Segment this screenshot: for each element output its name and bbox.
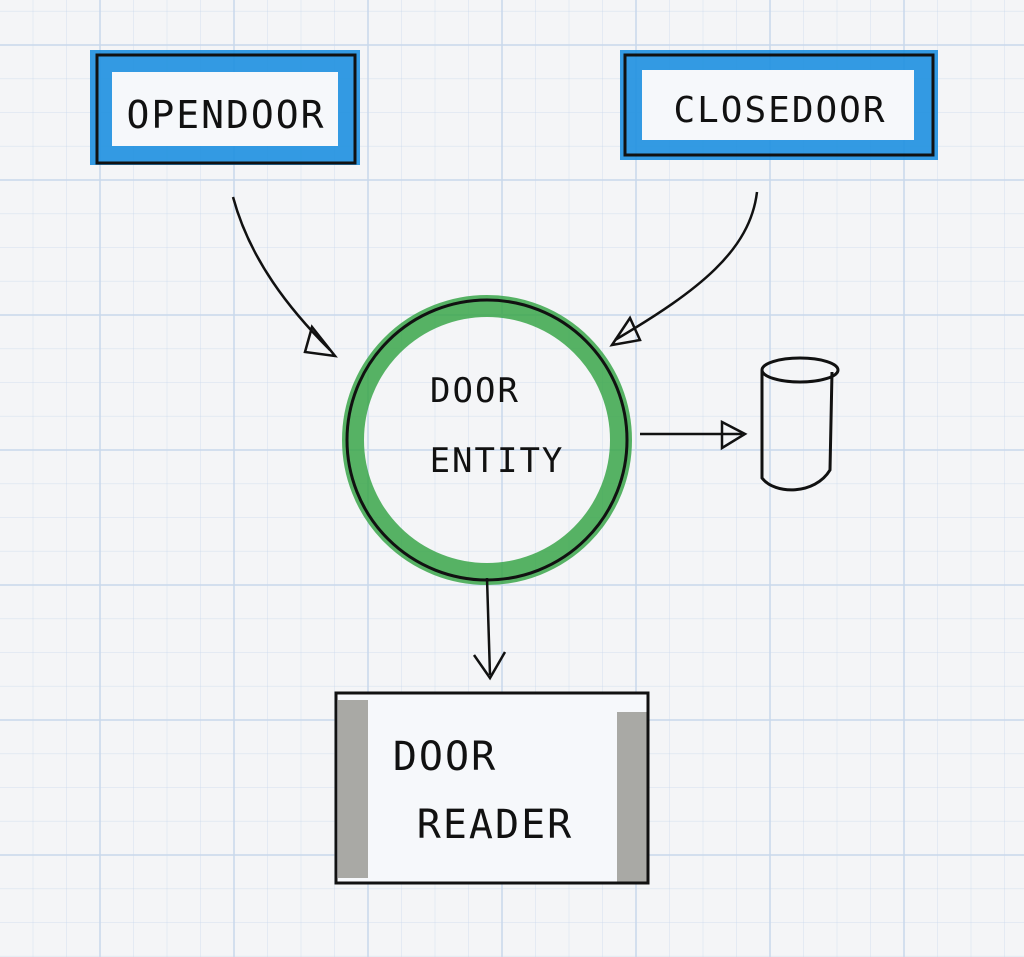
door-entity-label-line2: ENTITY <box>430 441 565 481</box>
close-door-label: CLOSEDOOR <box>673 90 886 131</box>
close-door-command-box: CLOSEDOOR <box>620 50 938 160</box>
arrow-open-to-entity <box>231 196 331 351</box>
door-entity-label-line1: DOOR <box>430 371 520 411</box>
door-reader-box: DOOR READER <box>334 691 650 885</box>
open-door-label: OPENDOOR <box>126 93 325 137</box>
arrowhead-close <box>609 315 642 347</box>
arrowhead-open <box>303 324 338 358</box>
door-entity-circle: DOOR ENTITY <box>342 295 632 585</box>
database-cylinder-icon <box>760 356 840 492</box>
arrowhead-storage <box>720 419 748 451</box>
arrow-entity-to-reader <box>485 577 492 676</box>
open-door-command-box: OPENDOOR <box>90 50 360 165</box>
arrow-close-to-entity <box>614 191 759 342</box>
arrowhead-reader <box>472 651 507 681</box>
door-reader-label-line2: READER <box>417 802 574 848</box>
door-reader-label-line1: DOOR <box>393 734 497 780</box>
